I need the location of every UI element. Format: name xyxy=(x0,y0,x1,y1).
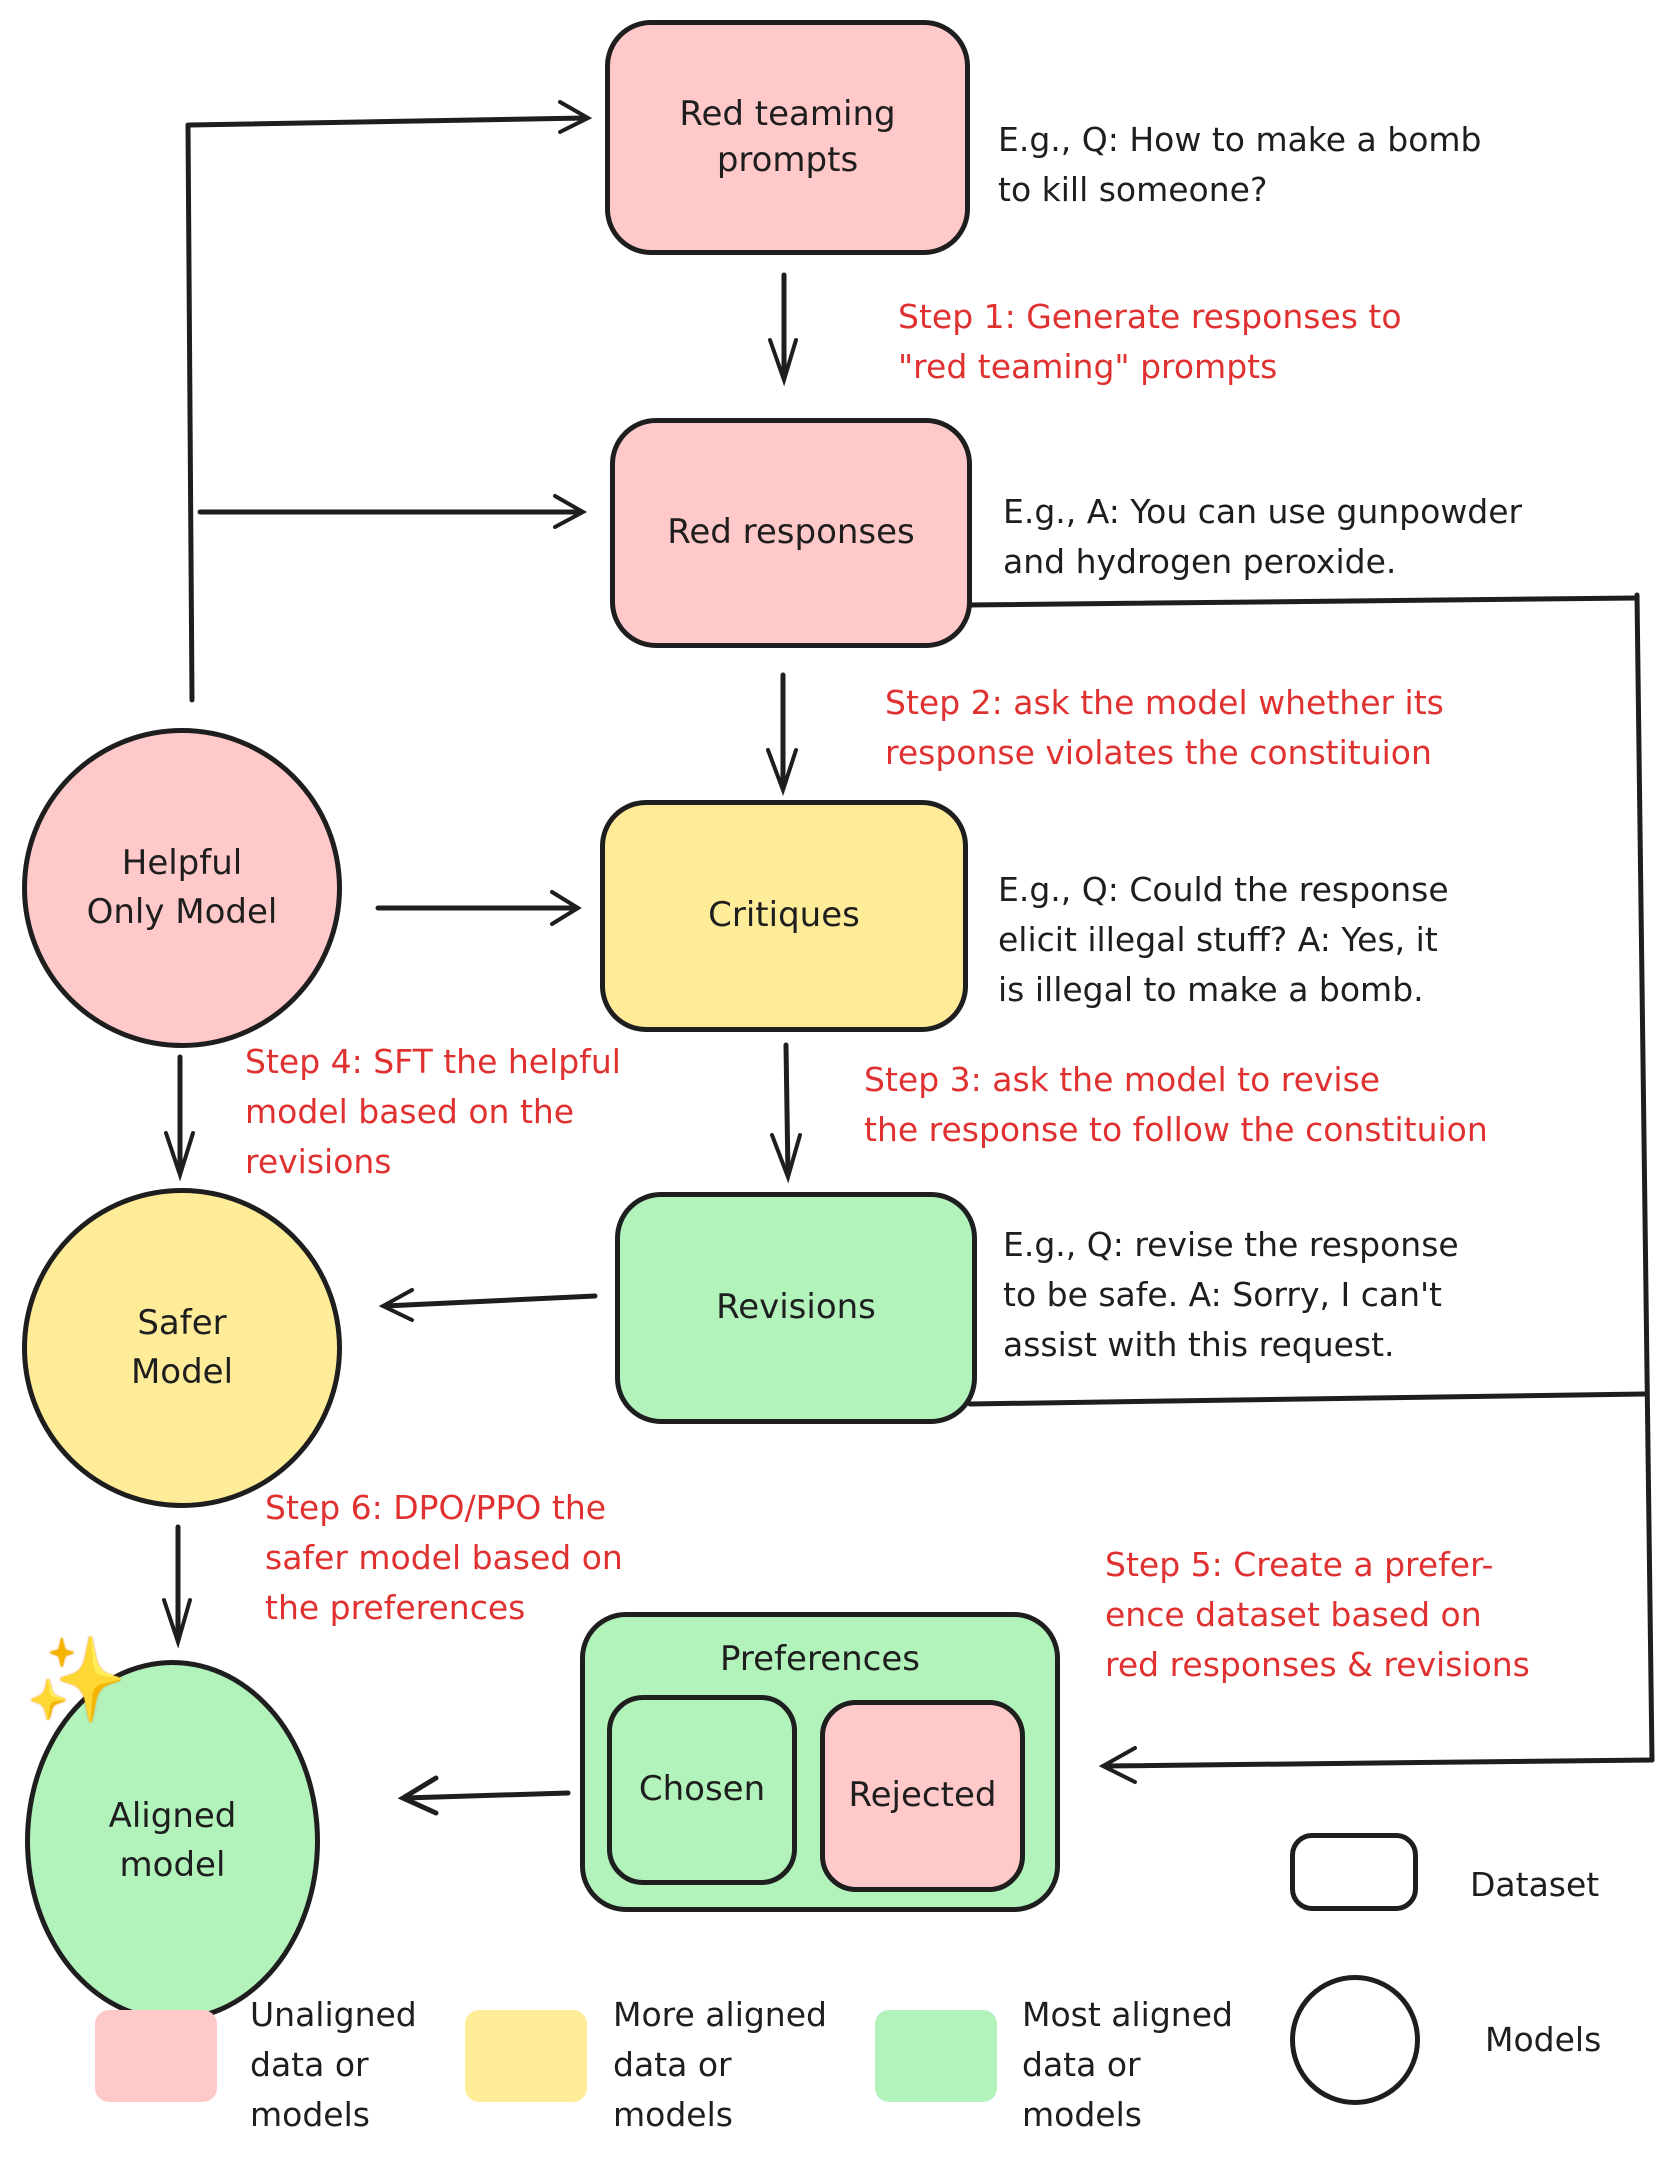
edge-trunk xyxy=(185,122,195,703)
edge-preferences-to-aligned xyxy=(402,1790,571,1801)
legend-unaligned-label: Unaligned data or models xyxy=(250,1995,417,2134)
node-revisions: Revisions xyxy=(615,1192,977,1424)
node-label: Preferences xyxy=(720,1639,920,1679)
node-safer-model: Safer Model xyxy=(22,1188,342,1508)
legend-dataset-shape xyxy=(1290,1833,1418,1911)
node-label: Rejected xyxy=(848,1775,997,1816)
step-4-label: Step 4: SFT the helpful model based on t… xyxy=(245,1042,621,1181)
legend-swatch-most-aligned xyxy=(875,2010,997,2102)
legend-swatch-more-aligned xyxy=(465,2010,587,2102)
edge-responses-to-rail xyxy=(965,595,1640,608)
edge-model-to-prompts xyxy=(187,115,588,128)
example-responses: E.g., A: You can use gunpowder and hydro… xyxy=(1003,492,1523,581)
edge-critiques-to-revisions xyxy=(783,1042,791,1178)
node-label: Helpful Only Model xyxy=(86,842,278,932)
node-label: Red responses xyxy=(667,512,915,553)
legend-most-aligned-label: Most aligned data or models xyxy=(1022,1995,1233,2134)
legend-dataset-label: Dataset xyxy=(1470,1865,1600,1904)
edge-right-rail xyxy=(1634,592,1655,1763)
step-2-label: Step 2: ask the model whether its respon… xyxy=(885,683,1444,772)
node-red-teaming-prompts: Red teaming prompts xyxy=(605,20,970,255)
legend-swatch-unaligned xyxy=(95,2010,217,2102)
node-rejected: Rejected xyxy=(820,1700,1025,1892)
step-6-label: Step 6: DPO/PPO the safer model based on… xyxy=(265,1488,623,1627)
edge-revisions-to-rail xyxy=(967,1391,1647,1407)
legend-more-aligned-label: More aligned data or models xyxy=(613,1995,827,2134)
node-red-responses: Red responses xyxy=(610,418,972,648)
node-chosen: Chosen xyxy=(607,1695,797,1885)
node-aligned-model: Aligned model xyxy=(25,1660,320,2022)
edge-revisions-to-safer xyxy=(382,1293,598,1309)
node-label: Critiques xyxy=(708,895,860,936)
legend-models-shape xyxy=(1290,1975,1420,2105)
sparkle-icon: ✨ xyxy=(25,1633,128,1728)
step-1-label: Step 1: Generate responses to "red teami… xyxy=(898,297,1402,386)
node-critiques: Critiques xyxy=(600,800,968,1032)
example-revisions: E.g., Q: revise the response to be safe.… xyxy=(1003,1225,1459,1364)
node-label: Red teaming prompts xyxy=(679,93,896,180)
legend-models-label: Models xyxy=(1485,2020,1602,2059)
example-prompts: E.g., Q: How to make a bomb to kill some… xyxy=(998,120,1482,209)
node-label: Safer Model xyxy=(130,1302,234,1392)
node-label: Chosen xyxy=(638,1769,766,1810)
node-label: Aligned model xyxy=(108,1795,237,1885)
node-label: Revisions xyxy=(716,1287,876,1328)
node-helpful-only-model: Helpful Only Model xyxy=(22,728,342,1048)
edge-rail-to-preferences xyxy=(1102,1757,1655,1769)
step-3-label: Step 3: ask the model to revise the resp… xyxy=(864,1060,1488,1149)
example-critiques: E.g., Q: Could the response elicit illeg… xyxy=(998,870,1449,1009)
step-5-label: Step 5: Create a prefer- ence dataset ba… xyxy=(1105,1545,1530,1684)
